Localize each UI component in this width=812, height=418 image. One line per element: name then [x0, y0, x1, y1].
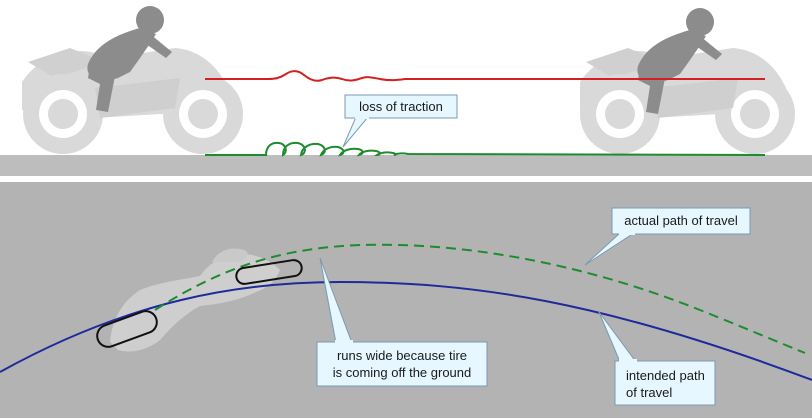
intended-path-label-line-2: of travel	[626, 385, 672, 400]
top-panel: loss of traction	[0, 0, 812, 176]
ground-strip	[0, 155, 812, 176]
runs-wide-label-line-1: runs wide because tire	[337, 348, 467, 363]
rider-left-icon	[87, 6, 172, 112]
intended-path-line	[0, 280, 812, 381]
bottom-panel: actual path of travel runs wide because …	[0, 182, 812, 418]
intended-path-callout: intended path of travel	[598, 311, 716, 406]
loss-of-traction-callout: loss of traction	[342, 94, 458, 148]
runs-wide-callout: runs wide because tire is coming off the…	[316, 257, 488, 387]
runs-wide-label-line-2: is coming off the ground	[333, 365, 472, 380]
actual-path-line	[154, 243, 806, 354]
actual-path-label: actual path of travel	[624, 213, 738, 228]
motorcycle-left-icon	[22, 48, 243, 154]
rear-tire-outline	[96, 310, 158, 348]
actual-path-callout: actual path of travel	[584, 207, 751, 266]
suspension-line	[205, 70, 765, 82]
front-tire-outline	[235, 259, 303, 285]
loss-of-traction-label: loss of traction	[359, 99, 443, 114]
intended-path-label-line-1: intended path	[626, 368, 705, 383]
ground-contact-line	[205, 141, 766, 157]
motorcycle-right-icon	[580, 48, 795, 154]
